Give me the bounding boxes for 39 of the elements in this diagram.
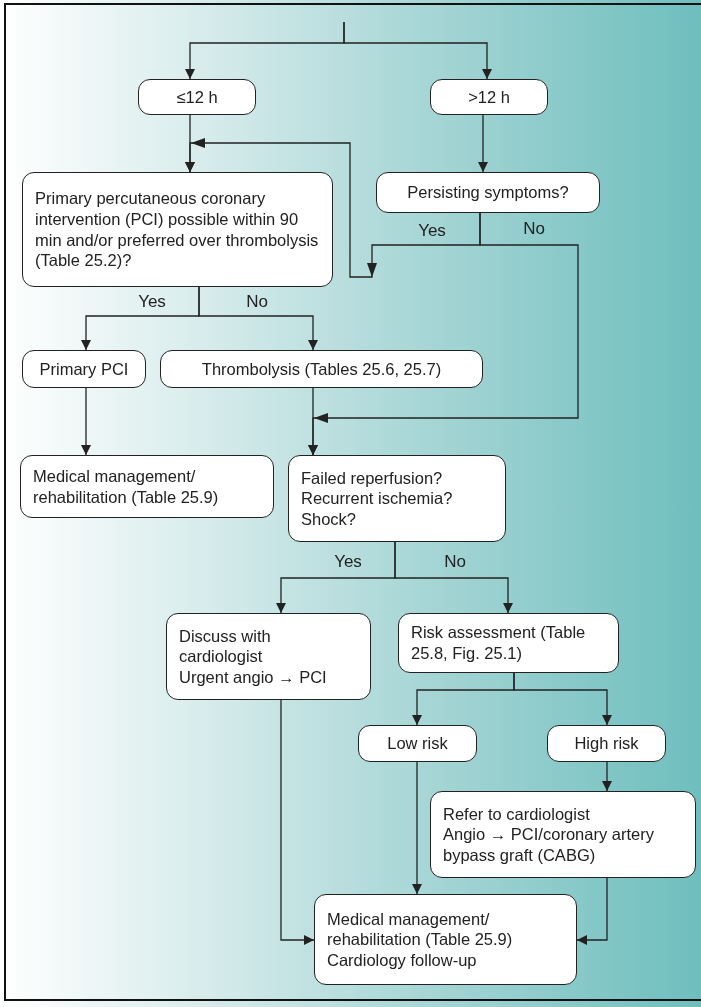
box-text: Risk assessment (Table 25.8, Fig. 25.1) xyxy=(411,622,587,664)
box-text: Thrombolysis (Tables 25.6, 25.7) xyxy=(201,358,442,380)
box-text: Shock? xyxy=(301,508,357,530)
edge-label: Yes xyxy=(418,221,446,241)
process-box xyxy=(288,455,506,542)
process-box xyxy=(430,791,696,878)
box-text: Persisting symptoms? xyxy=(407,182,569,203)
edge-label: No xyxy=(246,292,268,312)
box-text: Urgent angio → PCI xyxy=(179,666,327,688)
box-text: Recurrent ischemia? xyxy=(301,488,453,509)
box-text: Refer to cardiologist xyxy=(443,803,590,825)
box-text: ≤12 h xyxy=(176,86,218,108)
box-text: Cardiology follow-up xyxy=(327,949,477,971)
box-text: Medical management/ rehabilitation (Table 25.9) xyxy=(327,908,514,950)
process-box xyxy=(22,350,146,388)
box-text: High risk xyxy=(574,733,639,754)
box-text: Low risk xyxy=(387,733,448,754)
process-box xyxy=(20,455,274,518)
box-text: Failed reperfusion? xyxy=(301,467,443,489)
edge-label: No xyxy=(523,219,545,239)
process-box xyxy=(398,613,619,673)
edge-label: No xyxy=(444,552,466,572)
box-text: >12 h xyxy=(468,86,510,108)
box-text: Angio → PCI/coronary artery bypass graft (CABG) xyxy=(443,824,655,866)
process-box xyxy=(160,350,483,388)
process-box xyxy=(22,172,333,287)
edge-label: Yes xyxy=(138,292,166,312)
process-box xyxy=(430,79,548,115)
box-text: Primary percutaneous coronary intervention (PCI) possible within 90 min and/or preferred over thrombolysis (Table 25.2)? xyxy=(35,188,320,271)
process-box xyxy=(314,894,577,985)
box-text: Medical management/ rehabilitation (Table 25.9) xyxy=(33,465,220,508)
process-box xyxy=(166,613,371,700)
process-box xyxy=(138,79,256,115)
process-box xyxy=(547,725,666,762)
process-box xyxy=(358,725,477,762)
box-text: Primary PCI xyxy=(39,358,129,380)
edge-label: Yes xyxy=(334,552,362,572)
process-box xyxy=(376,172,600,213)
box-text: Discuss with cardiologist xyxy=(179,625,272,667)
